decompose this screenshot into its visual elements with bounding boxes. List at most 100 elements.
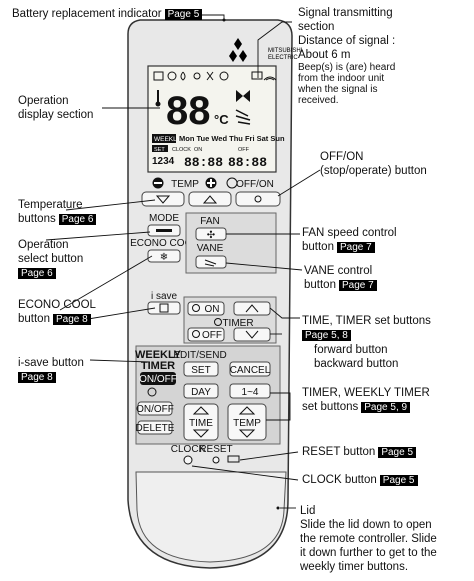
offon-line-1: OFF/ON	[320, 151, 364, 163]
editsend-label: EDIT/SEND	[173, 350, 226, 361]
temperature-line-2: buttons	[18, 213, 56, 225]
econo-cool-2: button	[18, 313, 50, 325]
delete-button[interactable]	[137, 420, 173, 435]
brand-line2: ELECTRIC	[268, 55, 298, 61]
econo-cool-1: ECONO COOL	[18, 299, 96, 311]
signal-beep-3: when the signal is	[298, 84, 378, 95]
power-icon	[226, 177, 238, 189]
vane-label: VANE	[197, 243, 224, 254]
isave-page-tag: Page 8	[18, 372, 56, 383]
lcd-program: 1234	[152, 156, 175, 167]
vane-page-tag: Page 7	[338, 280, 377, 291]
operation-display-1: Operation	[18, 95, 69, 107]
battery-page-tag: Page 5	[164, 9, 203, 20]
timer-off-label: OFF	[202, 330, 222, 341]
timer-forward-button[interactable]	[233, 301, 271, 316]
time-label: TIME	[189, 418, 213, 429]
timer-icon	[214, 318, 222, 326]
isave-line-1: i-save button	[18, 357, 84, 369]
battery-small-icon	[227, 455, 240, 463]
lid-callout: Lid Slide the lid down to open the remot…	[300, 504, 437, 574]
lcd-temperature: 88	[166, 89, 211, 133]
time-timer-1: TIME, TIMER set buttons	[302, 315, 431, 327]
weekly-onoff-button[interactable]	[140, 372, 176, 385]
set-badge	[152, 145, 168, 152]
temp-weekly-button[interactable]	[227, 403, 267, 441]
day-label: DAY	[191, 387, 211, 398]
set-button[interactable]	[183, 361, 219, 377]
offon-button[interactable]	[235, 191, 281, 207]
weekly-onoff2-button[interactable]	[137, 401, 173, 416]
time-timer-page-tag: Page 5, 8	[302, 330, 351, 341]
lcd-time-on: 88:88	[184, 155, 223, 170]
time-button[interactable]	[183, 403, 219, 441]
timer-backward-button[interactable]	[233, 327, 271, 342]
lcd-weekly: WEEKLY	[154, 136, 181, 143]
temp-up-button[interactable]	[188, 191, 232, 207]
cancel-button[interactable]	[229, 361, 271, 377]
reset-page-tag: Page 5	[378, 447, 417, 458]
isave-button[interactable]	[147, 301, 181, 315]
fan-speed-page-tag: Page 7	[336, 242, 375, 253]
weekly-label-1: WEEKLY	[135, 349, 182, 361]
econo-icon: ❄	[160, 252, 168, 263]
signal-callout: Signal transmitting section Distance of …	[298, 6, 395, 106]
battery-indicator-text: Battery replacement indicator	[12, 8, 162, 20]
temp-down-small-icon	[238, 429, 256, 438]
clock-small-icon	[147, 387, 157, 397]
lcd-time-off: 88:88	[228, 155, 267, 170]
lid[interactable]	[135, 471, 287, 563]
backward-arrow-icon	[245, 330, 259, 339]
fan-label: FAN	[200, 216, 219, 227]
weekly-badge	[152, 134, 176, 143]
vane-button-icon	[204, 259, 217, 267]
lcd-days: Mon Tue Wed Thu Fri Sat Sun	[179, 134, 285, 143]
temp-down-button[interactable]	[141, 191, 185, 207]
signal-about: About 6 m	[298, 49, 351, 61]
signal-icon	[263, 76, 277, 81]
program-button[interactable]	[229, 383, 271, 399]
fan-icon	[236, 90, 250, 102]
lid-line-4: it down further to get to the	[300, 547, 437, 559]
timer-label: TIMER	[222, 318, 253, 329]
vane-1: VANE control	[304, 265, 373, 277]
time-down-icon	[192, 429, 210, 438]
time-timer-callout: TIME, TIMER set buttons Page 5, 8 forwar…	[302, 314, 431, 371]
lcd-off: OFF	[238, 147, 250, 153]
econo-label: ECONO COOL	[130, 238, 198, 249]
signal-title-2: section	[298, 21, 335, 33]
clock-button[interactable]	[183, 455, 193, 465]
time-timer-backward: backward button	[314, 358, 399, 370]
operation-display-2: display section	[18, 109, 94, 121]
econo-cool-button[interactable]	[147, 249, 181, 263]
fan-speed-2: button	[302, 241, 334, 253]
mode-icons	[153, 71, 229, 81]
lid-line-1: Lid	[300, 505, 316, 517]
vane-2: button	[304, 279, 336, 291]
brand-line1: MITSUBISHI	[268, 48, 303, 54]
operation-select-page-tag: Page 6	[18, 268, 56, 279]
day-button[interactable]	[183, 383, 219, 399]
lcd-display	[147, 65, 277, 173]
fan-speed-1: FAN speed control	[302, 227, 397, 239]
reset-btn-label: RESET	[199, 444, 232, 455]
mode-label: MODE	[149, 213, 179, 224]
temp-up-small-icon	[238, 406, 256, 415]
reset-button[interactable]	[212, 456, 220, 464]
isave-label: i save	[151, 291, 178, 302]
offon-line-2: (stop/operate) button	[320, 165, 427, 177]
lcd-set: SET	[154, 147, 165, 153]
lid-line-5: weekly timer buttons.	[300, 561, 409, 573]
delete-label: DELETE	[136, 423, 175, 434]
weekly-timer-2: set buttons	[302, 401, 359, 413]
clock-page-tag: Page 5	[379, 475, 418, 486]
temp-weekly-label: TEMP	[233, 418, 261, 429]
vane-icon	[235, 109, 251, 125]
